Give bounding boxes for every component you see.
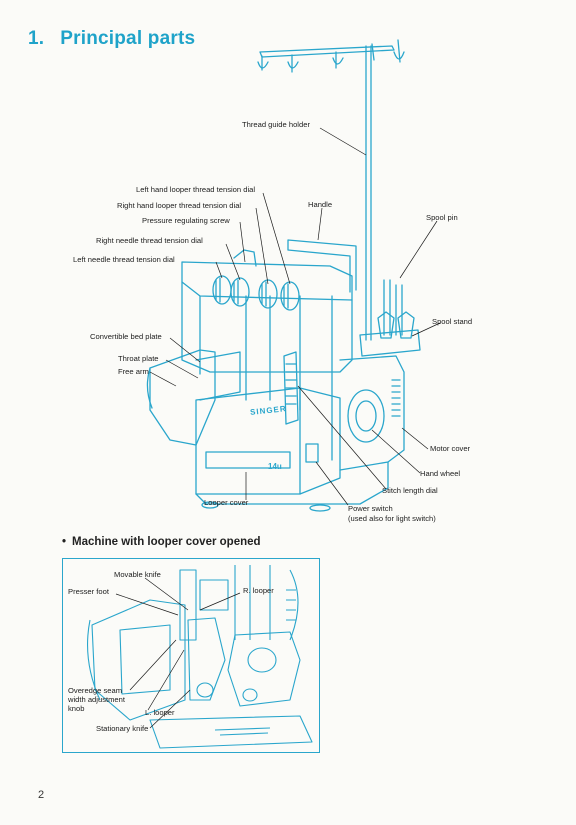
label-left-needle-dial: Left needle thread tension dial — [73, 255, 175, 264]
label-pressure-screw: Pressure regulating screw — [142, 216, 230, 225]
inset-label-presser-foot: Presser foot — [68, 587, 109, 596]
label-right-looper-dial: Right hand looper thread tension dial — [117, 201, 242, 210]
inset-label-stationary-knife: Stationary knife — [96, 724, 149, 733]
subsection-title: Machine with looper cover opened — [72, 536, 261, 548]
label-power-switch-note: (used also for light switch) — [348, 514, 436, 523]
handle-shape — [287, 239, 357, 293]
inset-label-overedge-1: Overedge seam — [68, 686, 123, 695]
label-convertible-bed: Convertible bed plate — [90, 332, 162, 341]
machine-body — [181, 281, 353, 373]
label-hand-wheel: Hand wheel — [420, 469, 461, 478]
thread-guide-holder-shape — [259, 45, 395, 58]
hand-wheel-shape — [347, 389, 385, 443]
bullet: • — [62, 536, 67, 548]
label-motor-cover: Motor cover — [430, 444, 471, 453]
label-spool-pin: Spool pin — [426, 213, 458, 222]
free-arm-shape — [149, 349, 216, 446]
spool-stand-shape — [359, 329, 421, 357]
inset-label-r-looper: R. looper — [243, 586, 274, 595]
inset-label-overedge-3: knob — [68, 704, 85, 713]
inset-label-overedge-2: width adjustment — [68, 695, 125, 704]
section-title: Principal parts — [60, 28, 196, 49]
section-heading: 1. Principal parts — [28, 28, 195, 50]
section-number: 1. — [28, 28, 45, 49]
label-right-needle-dial: Right needle thread tension dial — [96, 236, 203, 245]
inset-label-movable-knife: Movable knife — [114, 570, 161, 579]
thread-guide-pole — [365, 45, 372, 341]
motor-cover-shape — [339, 355, 405, 471]
page-number: 2 — [38, 789, 45, 801]
inset-frame — [62, 558, 320, 753]
label-spool-stand: Spool stand — [432, 317, 473, 326]
label-throat-plate: Throat plate — [118, 354, 159, 363]
label-free-arm: Free arm — [118, 367, 149, 376]
label-looper-cover: Looper cover — [204, 498, 249, 507]
machine-model: 14u — [268, 462, 282, 471]
label-thread-guide-holder: Thread guide holder — [242, 120, 310, 129]
subsection-heading: • Machine with looper cover opened — [62, 536, 261, 548]
looper-cover-shape — [195, 387, 341, 495]
label-power-switch: Power switch — [348, 504, 393, 513]
label-handle: Handle — [308, 200, 333, 209]
label-stitch-length-dial: Stitch length dial — [382, 486, 438, 495]
power-switch-shape — [305, 443, 319, 463]
inset-label-l-looper: L. looper — [145, 708, 175, 717]
label-left-looper-dial: Left hand looper thread tension dial — [136, 185, 256, 194]
stitch-length-dial-shape — [283, 351, 299, 425]
